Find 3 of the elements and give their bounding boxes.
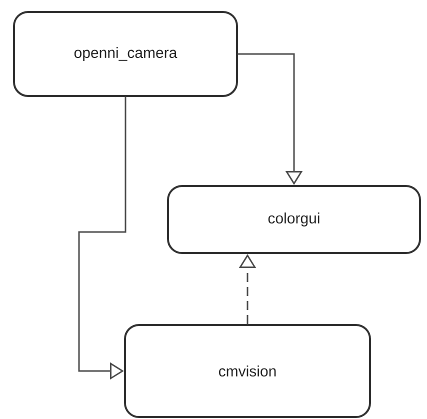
process-box: cmvision	[124, 324, 371, 418]
process-box: colorgui	[167, 185, 421, 254]
process-box: openni_camera	[13, 11, 238, 97]
